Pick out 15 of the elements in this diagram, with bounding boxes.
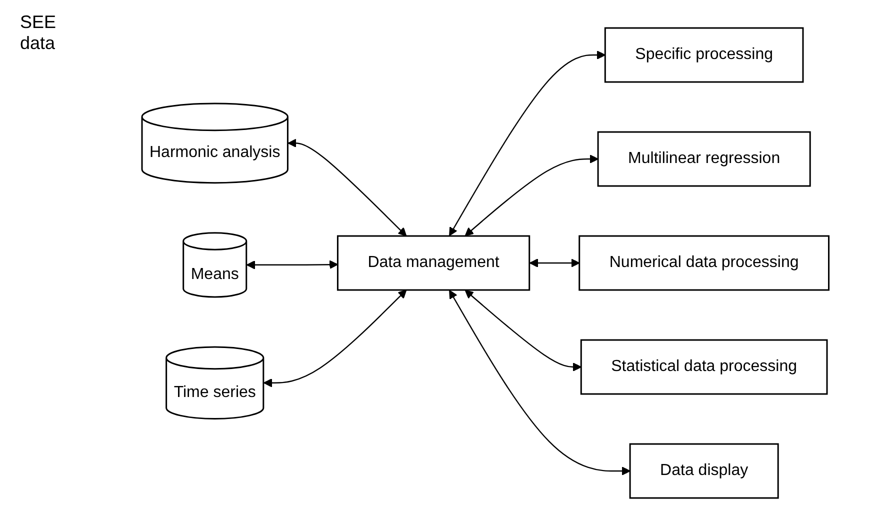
- node-box: Statistical data processing: [580, 338, 828, 394]
- arrow: [528, 258, 580, 267]
- node-box: Data management: [336, 234, 530, 290]
- arrow: [464, 289, 582, 371]
- node-box: Specific processing: [604, 26, 804, 82]
- arrow: [448, 50, 606, 236]
- arrow: [448, 289, 630, 475]
- node-box: Multilinear regression: [596, 130, 810, 186]
- arrow: [287, 138, 406, 236]
- arrow: [246, 260, 338, 269]
- arrow: [464, 154, 598, 236]
- node-box: Data display: [628, 442, 778, 498]
- node-box: Numerical data processing: [578, 234, 830, 290]
- arrow: [263, 289, 406, 387]
- note-text: SEE data: [20, 12, 58, 54]
